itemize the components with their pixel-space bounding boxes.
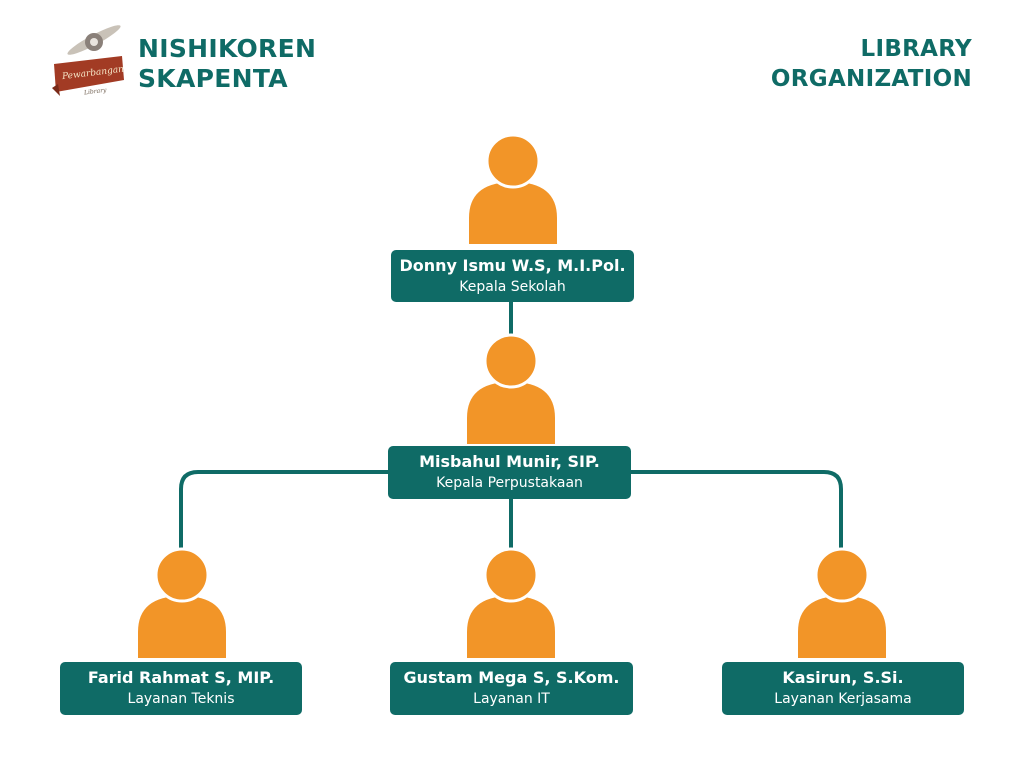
brand-line-1: NISHIKOREN <box>138 34 317 63</box>
name-cooperation: Kasirun, S.Si. <box>782 668 904 687</box>
svg-text:Library: Library <box>83 87 108 97</box>
person-icon-cooperation <box>794 546 890 658</box>
person-icon-it <box>463 546 559 658</box>
title-line-2: ORGANIZATION <box>770 66 972 92</box>
person-icon-technical <box>134 546 230 658</box>
role-it: Layanan IT <box>473 691 550 707</box>
brand-title: NISHIKOREN SKAPENTA <box>138 34 316 94</box>
name-it: Gustam Mega S, S.Kom. <box>403 668 620 687</box>
role-technical: Layanan Teknis <box>127 691 235 707</box>
name-head: Donny Ismu W.S, M.I.Pol. <box>399 256 626 275</box>
brand-line-2: SKAPENTA <box>138 64 288 93</box>
role-head: Kepala Sekolah <box>459 279 566 295</box>
name-technical: Farid Rahmat S, MIP. <box>87 668 275 687</box>
card-librarian: Misbahul Munir, SIP. Kepala Perpustakaan <box>388 446 631 499</box>
card-technical: Farid Rahmat S, MIP. Layanan Teknis <box>60 662 302 715</box>
role-librarian: Kepala Perpustakaan <box>436 475 583 491</box>
card-it: Gustam Mega S, S.Kom. Layanan IT <box>390 662 633 715</box>
title-line-1: LIBRARY <box>860 36 972 62</box>
name-librarian: Misbahul Munir, SIP. <box>419 452 600 471</box>
page-title: LIBRARY ORGANIZATION <box>771 34 972 94</box>
connector-librarian-to-technical <box>179 470 392 550</box>
person-icon-head <box>465 132 561 244</box>
library-emblem-icon: Pewarbangan Library <box>48 22 128 102</box>
card-cooperation: Kasirun, S.Si. Layanan Kerjasama <box>722 662 964 715</box>
card-head: Donny Ismu W.S, M.I.Pol. Kepala Sekolah <box>391 250 634 302</box>
person-icon-librarian <box>463 332 559 444</box>
connector-librarian-to-cooperation <box>628 470 843 550</box>
role-cooperation: Layanan Kerjasama <box>774 691 912 707</box>
